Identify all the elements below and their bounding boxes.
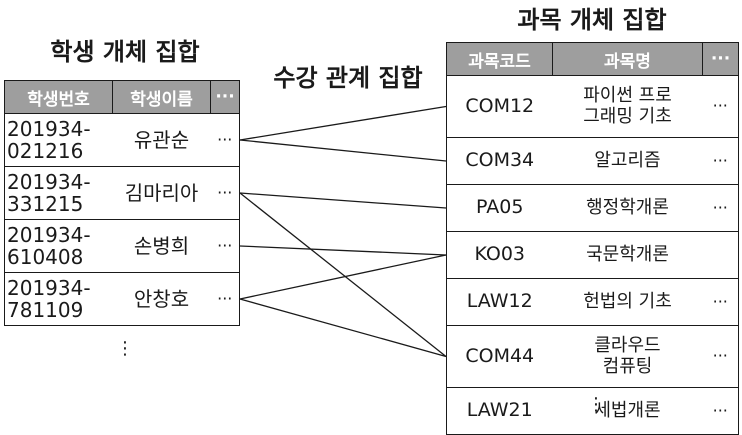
course-row: LAW12 헌법의 기초 ··· [446,278,739,326]
enrollment-line [239,139,447,162]
student-name: 유관순 [112,113,211,167]
course-more: ··· [702,278,739,326]
student-id-part2: 021216 [7,139,84,163]
course-more [702,231,739,279]
course-more: ··· [702,75,739,138]
student-name: 김마리아 [112,166,211,220]
student-id: 201934-781109 [4,272,113,326]
student-id-part2: 610408 [7,245,84,269]
course-code: LAW12 [446,278,553,326]
course-code: COM44 [446,325,553,388]
course-name-part2: 그래밍 기초 [583,105,672,127]
student-row: 201934-021216 유관순 ··· [4,113,240,167]
course-name: 행정학개론 [552,184,703,232]
course-more: ··· [702,184,739,232]
student-more: ··· [210,219,240,273]
header-course-more: ··· [702,42,739,76]
header-course-name: 과목명 [552,42,703,76]
course-row: COM34 알고리즘 ··· [446,137,739,185]
student-id-part1: 201934- [7,170,91,194]
enrollment-line [239,245,447,256]
course-header-row: 과목코드 과목명 ··· [446,42,739,76]
course-code: COM34 [446,137,553,185]
course-name-part1: 클라우드 [594,334,661,356]
enrollment-line [239,192,447,209]
student-more: ··· [210,113,240,167]
student-id-part2: 781109 [7,298,84,322]
student-more: ··· [210,272,240,326]
student-id: 201934-331215 [4,166,113,220]
student-id-part2: 331215 [7,192,84,216]
header-student-more: ··· [210,80,240,114]
student-header-row: 학생번호 학생이름 ··· [4,80,240,114]
course-row: PA05 행정학개론 ··· [446,184,739,232]
course-more: ··· [702,325,739,388]
student-id-part1: 201934- [7,117,91,141]
header-student-name: 학생이름 [112,80,211,114]
course-name: 세법개론 [552,387,703,435]
course-code: COM12 [446,75,553,138]
header-course-code: 과목코드 [446,42,553,76]
course-code: LAW21 [446,387,553,435]
student-name: 손병희 [112,219,211,273]
course-name-part2: 컴퓨팅 [602,355,653,377]
course-code: PA05 [446,184,553,232]
course-more: ··· [702,137,739,185]
student-name: 안창호 [112,272,211,326]
header-student-id: 학생번호 [4,80,113,114]
student-id-part1: 201934- [7,276,91,300]
enrollment-line [239,298,447,358]
student-table: 학생번호 학생이름 ··· 201934-021216 유관순 ··· 2019… [4,80,240,326]
student-id: 201934-021216 [4,113,113,167]
enrollment-relationship-title: 수강 관계 집합 [273,64,423,92]
student-row: 201934-781109 안창호 ··· [4,272,240,326]
enrollment-line [239,105,447,141]
enrollment-line [239,192,447,358]
student-continuation-icon: ⋮ [116,338,134,359]
course-name: 알고리즘 [552,137,703,185]
student-entity-title: 학생 개체 집합 [50,38,200,66]
enrollment-lines [239,105,447,358]
student-row: 201934-331215 김마리아 ··· [4,166,240,220]
course-code: KO03 [446,231,553,279]
student-id: 201934-610408 [4,219,113,273]
course-name: 국문학개론 [552,231,703,279]
course-more: ··· [702,387,739,435]
course-continuation-icon: ⋮ [587,394,605,415]
course-name: 헌법의 기초 [552,278,703,326]
student-id-part1: 201934- [7,223,91,247]
course-entity-title: 과목 개체 집합 [517,6,667,34]
course-name-part1: 파이썬 프로 [583,84,672,106]
student-row: 201934-610408 손병희 ··· [4,219,240,273]
enrollment-line [239,254,447,300]
student-more: ··· [210,166,240,220]
course-row: KO03 국문학개론 [446,231,739,279]
